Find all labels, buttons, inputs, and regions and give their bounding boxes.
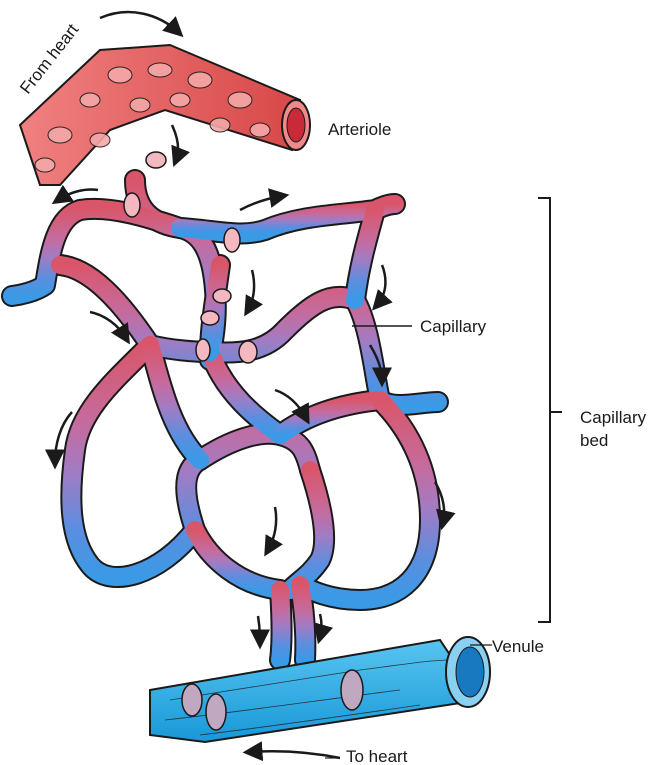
label-venule: Venule (492, 637, 544, 656)
bracket-icon (538, 198, 562, 622)
flow-arrow-icon (258, 616, 260, 642)
flow-arrow-icon (248, 270, 254, 310)
flow-arrow-icon (268, 507, 276, 550)
flow-arrow-icon (240, 196, 282, 210)
flow-arrow-icon (377, 265, 385, 305)
flow-arrow-icon (250, 751, 340, 758)
flow-arrow-icon (100, 12, 178, 32)
capillary-network (12, 152, 438, 660)
label-arteriole: Arteriole (328, 120, 391, 139)
label-capillary-bed-line1: Capillary (580, 408, 647, 427)
label-to-heart: To heart (346, 747, 408, 765)
flow-arrow-icon (320, 614, 322, 637)
label-capillary-bed-line2: bed (580, 431, 608, 450)
venule-vessel (150, 637, 490, 742)
label-capillary: Capillary (420, 317, 487, 336)
flow-arrow-icon (172, 125, 178, 160)
